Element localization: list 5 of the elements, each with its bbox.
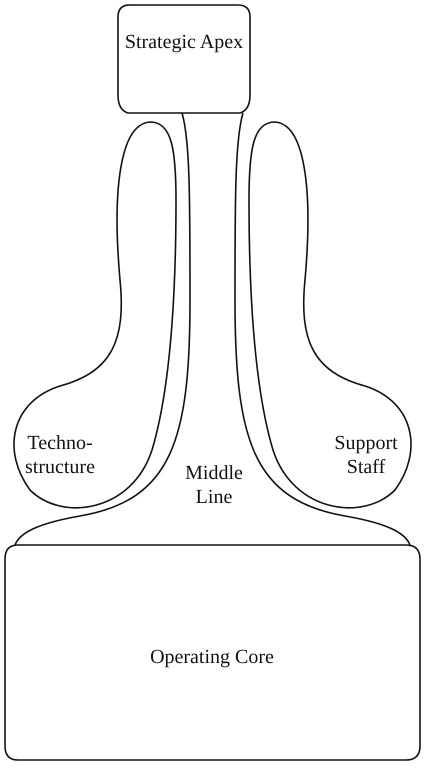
node-label: Support Staff xyxy=(333,431,399,479)
node-label: Techno- structure xyxy=(24,431,96,479)
node-label: Middle Line xyxy=(184,461,244,509)
node-label: Strategic Apex xyxy=(124,30,244,54)
node-label: Operating Core xyxy=(149,645,275,669)
